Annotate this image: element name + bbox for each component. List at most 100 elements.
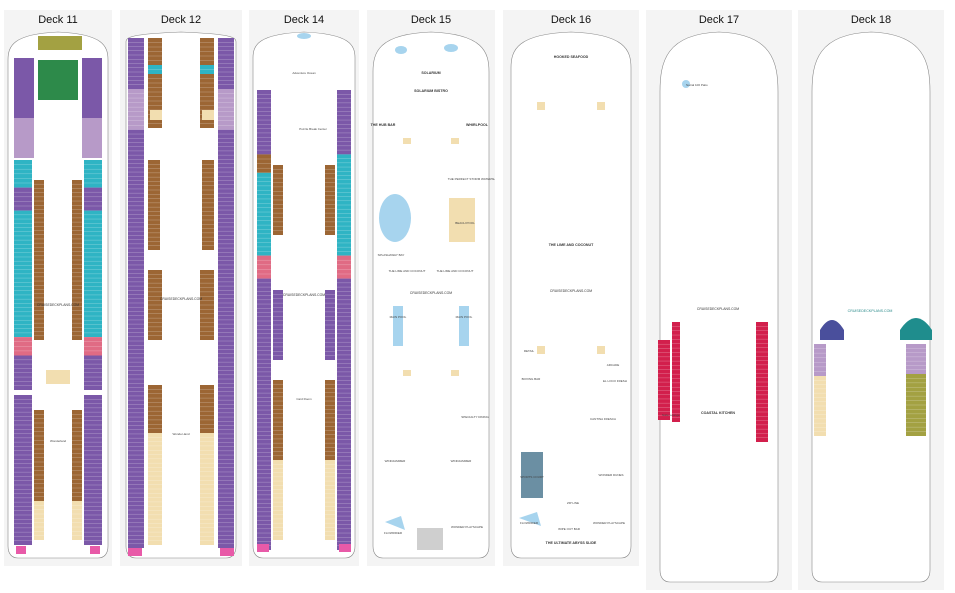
venue-label: EL LOCO FRESH xyxy=(603,379,627,383)
port-cabins-segment xyxy=(128,129,144,549)
venue-label: Card Room xyxy=(296,397,312,401)
inner-cabins-segment xyxy=(72,410,82,501)
play-area xyxy=(417,528,443,550)
starboard-cabins-segment xyxy=(218,129,234,549)
main-pool xyxy=(393,306,403,346)
venue-label: FLOWRIDER xyxy=(520,521,539,525)
venue-label: WONDER PLAYSCAPE xyxy=(451,525,483,529)
hull-outline xyxy=(510,31,632,559)
aft-suite xyxy=(16,546,26,554)
watermark: CRUISEDECKPLANS.COM xyxy=(37,303,79,307)
venue-label: THE LIME AND COCONUT xyxy=(389,269,426,273)
deck-title: Deck 11 xyxy=(38,14,78,26)
starboard-cabins-segment xyxy=(337,90,351,155)
watermark: CRUISEDECKPLANS.COM xyxy=(848,309,893,313)
suite-block-segment xyxy=(814,344,826,376)
venue-label: Puzzle Break Center xyxy=(299,127,327,131)
elevator-lobby xyxy=(202,110,214,120)
flowrider-pool xyxy=(519,512,541,526)
cabin-block xyxy=(82,58,102,118)
venue-label: WINDJAMMER xyxy=(451,459,472,463)
inner-cabins-segment xyxy=(273,380,283,460)
venue-label: WIPE OUT BAR xyxy=(558,527,581,531)
venue-label: Suite Lounge xyxy=(662,413,680,417)
deck-title: Deck 16 xyxy=(550,14,592,26)
venue-label: MAIN POOL xyxy=(390,315,407,319)
venue-label: SPLASHAWAY BAY xyxy=(378,253,405,257)
port-cabins-segment xyxy=(257,255,271,279)
venue-label: WINDJAMMER xyxy=(385,459,406,463)
inner-cabins-segment xyxy=(200,385,214,433)
aft-suite xyxy=(339,544,351,552)
venue-label: CANTINA FRESCA xyxy=(590,417,616,421)
solarium-pool xyxy=(395,46,407,54)
hull-outline xyxy=(7,31,109,559)
venue-label: ARCADE xyxy=(607,363,620,367)
inner-cabins-segment xyxy=(273,460,283,540)
hull-outline xyxy=(372,31,490,559)
elevator-lobby xyxy=(537,102,545,110)
watermark: CRUISEDECKPLANS.COM xyxy=(550,289,592,293)
inner-cabins-segment xyxy=(148,160,160,250)
venue-label: COASTAL KITCHEN xyxy=(701,411,735,415)
venue-label: WONDER DUNES xyxy=(598,473,623,477)
solarium-pool xyxy=(444,44,458,52)
venue-label: HOOKED SEAFOOD xyxy=(554,55,589,59)
forward-suite-block xyxy=(820,320,844,340)
deck-title: Deck 17 xyxy=(698,14,740,26)
starboard-cabins-segment xyxy=(218,89,234,130)
inner-cabins-segment xyxy=(325,460,335,540)
venue-label: WONDER PLAYSCAPE xyxy=(593,521,625,525)
elevator-lobby xyxy=(451,138,459,144)
cabin-block xyxy=(14,118,34,158)
aft-cabins-segment xyxy=(14,395,32,545)
deck-title: Deck 18 xyxy=(850,14,892,26)
venue-label: SPECIALTY DINING xyxy=(461,415,489,419)
venue-label: Adventure Ocean xyxy=(292,71,316,75)
cabin-block xyxy=(82,118,102,158)
suite-block xyxy=(38,60,78,100)
suite-block-segment xyxy=(672,322,680,422)
inner-cabins-segment xyxy=(34,410,44,501)
elevator-lobby xyxy=(403,138,411,144)
deck-plan-18: CRUISEDECKPLANS.COM xyxy=(811,31,932,583)
venue-label: THE PERFECT STORM WATERSLIDES xyxy=(448,177,495,181)
venue-label: BEACH POOL xyxy=(455,221,475,225)
aft-suite xyxy=(128,548,142,556)
venue-label: THE HUB BAR xyxy=(371,123,396,127)
aft-cabins-segment xyxy=(84,395,102,545)
beach-pool xyxy=(449,198,475,242)
inner-cabins-segment xyxy=(148,385,162,433)
venue-label: Wonderland xyxy=(50,439,66,443)
main-pool xyxy=(459,306,469,346)
port-cabins-segment xyxy=(14,187,32,211)
splashaway-pool xyxy=(379,194,411,242)
watermark: CRUISEDECKPLANS.COM xyxy=(410,291,452,295)
watermark: CRUISEDECKPLANS.COM xyxy=(697,307,739,311)
venue-label: SPORTS COURT xyxy=(520,475,544,479)
venue-label: SOLARIUM BISTRO xyxy=(414,89,448,93)
deck-title: Deck 12 xyxy=(160,14,202,26)
aft-suite xyxy=(90,546,100,554)
hull-outline xyxy=(811,31,931,583)
deck-plan-11: Wonderland CRUISEDECKPLANS.COM xyxy=(7,31,109,559)
venue-label: FLOWRIDER xyxy=(384,531,403,535)
venue-label: SOLARIUM xyxy=(421,71,440,75)
suite-block-segment xyxy=(906,344,926,374)
port-cabins-segment xyxy=(128,89,144,130)
inner-cabins-segment xyxy=(34,501,44,540)
starboard-cabins-segment xyxy=(84,187,102,211)
elevator-lobby xyxy=(597,102,605,110)
cabin-block xyxy=(14,58,34,118)
hull-outline xyxy=(659,31,779,583)
venue-label: Wonder-land xyxy=(172,432,189,436)
venue-label: RETAIL xyxy=(524,349,535,353)
venue-label: Social 100 Patio xyxy=(686,83,708,87)
